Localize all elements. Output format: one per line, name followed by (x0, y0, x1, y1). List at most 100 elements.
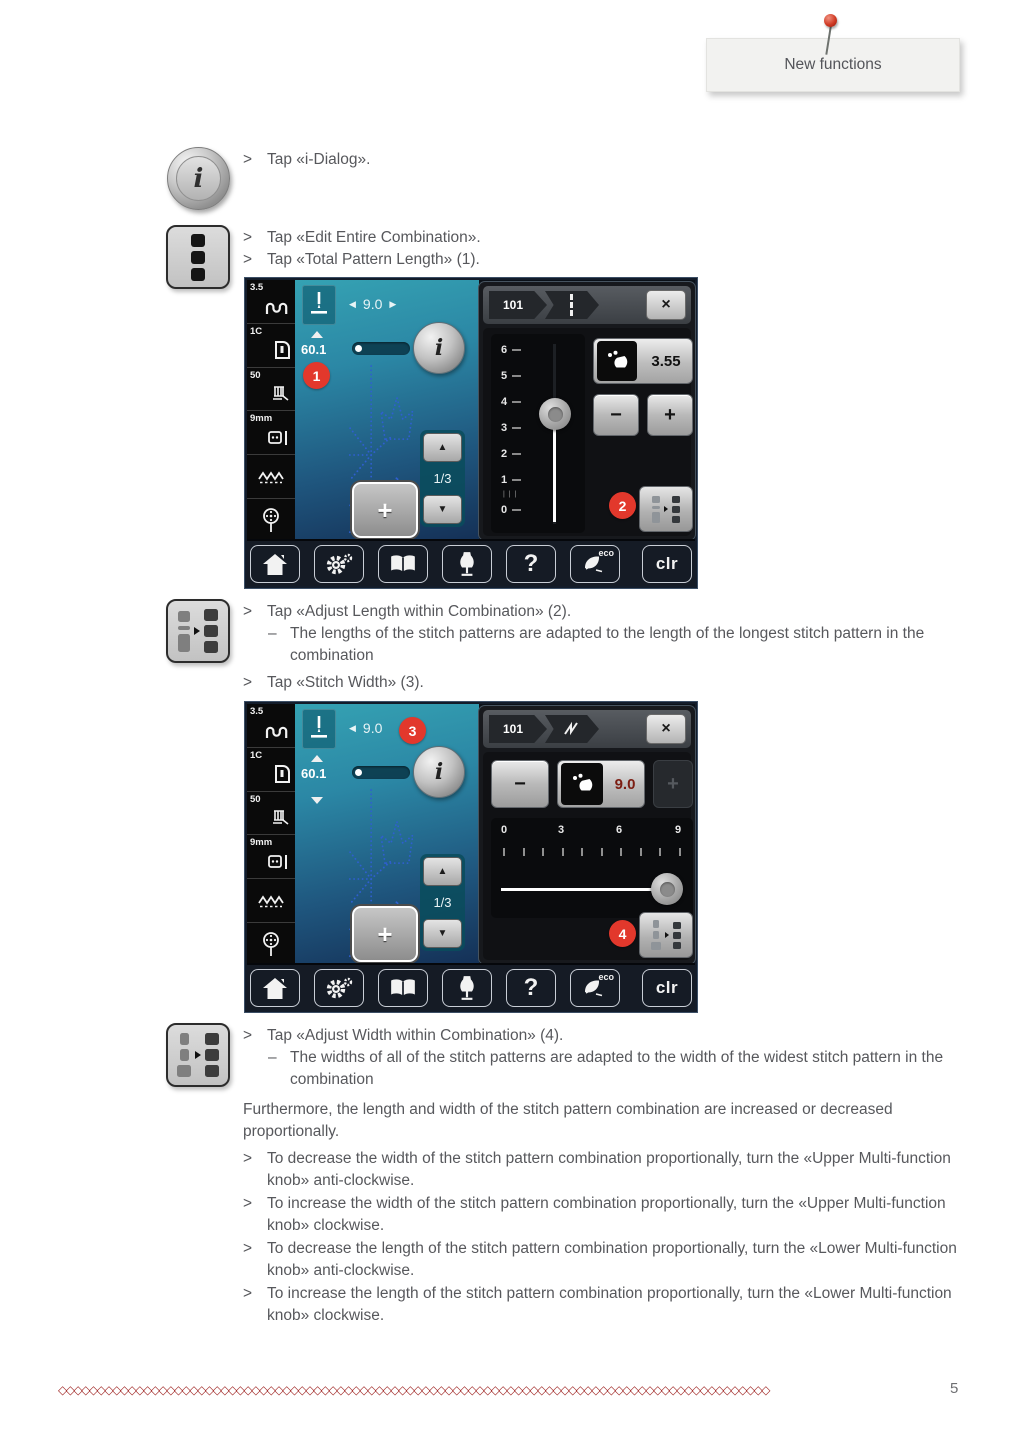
tick-marks (503, 848, 681, 856)
eco-button[interactable]: eco (570, 968, 620, 1007)
slider-knob[interactable] (651, 873, 683, 905)
bullet: > (243, 1027, 253, 1044)
help-button[interactable]: ? (506, 544, 556, 583)
pattern-number: 60.1 (301, 766, 327, 781)
bullet-text: To decrease the width of the stitch patt… (267, 1150, 951, 1189)
sidebar-item-thread[interactable]: 50 (247, 368, 295, 412)
sidebar-item-stitch-type[interactable] (247, 455, 295, 499)
thread-weight: 50 (250, 369, 261, 381)
i-dialog-button[interactable]: i (413, 322, 465, 374)
tutorial-button[interactable] (378, 968, 428, 1007)
decrease-width-button[interactable]: − (491, 760, 549, 808)
home-button[interactable] (250, 968, 300, 1007)
scroll-down-button[interactable]: ▼ (423, 919, 462, 948)
close-button[interactable]: × (646, 290, 686, 320)
stitch-border-decoration: ◇◇◇◇◇◇◇◇◇◇◇◇◇◇◇◇◇◇◇◇◇◇◇◇◇◇◇◇◇◇◇◇◇◇◇◇◇◇◇◇… (58, 1383, 771, 1397)
touch-hand-icon (597, 341, 637, 381)
bullet: > (243, 1195, 253, 1212)
clear-button[interactable]: clr (642, 544, 692, 583)
pattern-down-icon[interactable] (311, 797, 323, 804)
tick-label: 4 (501, 396, 508, 408)
step-text: Tap «i-Dialog». (267, 151, 371, 168)
tick-label: 2 (501, 448, 508, 460)
sidebar-item-bobbin[interactable] (247, 923, 295, 967)
help-button[interactable]: ? (506, 968, 556, 1007)
sidebar-item-presser-foot[interactable]: 1C (247, 748, 295, 792)
straight-stitch-icon (545, 291, 599, 319)
step-i-dialog: > Tap «i-Dialog». (243, 149, 370, 171)
presser-foot-icon (274, 764, 290, 788)
stitch-plate-icon (268, 854, 290, 875)
sidebar-item-stitch-plate[interactable]: 9mm (247, 835, 295, 880)
scroll-up-button[interactable]: ▲ (423, 433, 462, 462)
stitch-width-selector[interactable]: ◀ 9.0 ▶ (349, 296, 396, 312)
panel-body: 6 5 4 3 2 1 | | | 0 3.55 (483, 328, 693, 536)
scroll-down-button[interactable]: ▼ (423, 495, 462, 524)
tension-value: 3.5 (250, 706, 264, 717)
bullet: > (243, 674, 253, 691)
pattern-scroll-control: ▲ 1/3 ▼ (420, 854, 465, 951)
adjust-length-within-combination-button[interactable] (639, 486, 693, 532)
sidebar: 3.5 1C 50 9mm (247, 280, 295, 543)
stitch-width-value-button[interactable]: 9.0 (557, 760, 645, 808)
scroll-up-button[interactable]: ▲ (423, 857, 462, 886)
bullet: > (243, 1150, 253, 1167)
page-indicator: 1/3 (433, 471, 452, 486)
pattern-up-icon[interactable] (311, 331, 323, 338)
zigzag-stitch-icon (247, 879, 295, 922)
eco-label: eco (598, 971, 614, 982)
sidebar-item-tension[interactable]: 3.5 (247, 704, 295, 748)
decrease-length-button[interactable]: − (593, 394, 639, 436)
increase-arrow-icon[interactable]: ▶ (389, 299, 397, 309)
increase-length-button[interactable]: + (647, 394, 693, 436)
sidebar-item-stitch-type[interactable] (247, 879, 295, 923)
sidebar-item-bobbin[interactable] (247, 499, 295, 543)
zigzag-icon (545, 715, 599, 743)
tick-label: 9 (674, 824, 682, 836)
length-slider[interactable]: 6 5 4 3 2 1 | | | 0 (491, 334, 585, 533)
machine-toolbar: ? eco clr (247, 539, 695, 586)
foot-label: 1C (250, 749, 263, 761)
add-pattern-button[interactable]: + (352, 482, 418, 538)
add-pattern-button[interactable]: + (352, 906, 418, 962)
increase-width-button-disabled[interactable]: + (653, 760, 693, 808)
note-label: New functions (784, 56, 882, 73)
width-slider[interactable]: 0 3 6 9 (491, 818, 693, 918)
adjust-width-within-combination-button[interactable] (639, 912, 693, 958)
setup-button[interactable] (314, 968, 364, 1007)
sidebar-item-stitch-plate[interactable]: 9mm (247, 411, 295, 456)
decrease-arrow-icon[interactable]: ◀ (349, 299, 356, 309)
i-dialog-button[interactable]: i (413, 746, 465, 798)
stitch-width-selector[interactable]: ◀ 9.0 (349, 720, 382, 736)
decrease-arrow-icon[interactable]: ◀ (349, 723, 356, 733)
step-text: Tap «Edit Entire Combination». (267, 229, 481, 246)
needle-stop-down-button[interactable] (302, 285, 336, 325)
sidebar-item-tension[interactable]: 3.5 (247, 280, 295, 324)
eco-button[interactable]: eco (570, 544, 620, 583)
setup-button[interactable] (314, 544, 364, 583)
tick-label: 1 (501, 474, 508, 486)
sidebar-item-thread[interactable]: 50 (247, 792, 295, 836)
tutorial-button[interactable] (378, 544, 428, 583)
creative-consultant-button[interactable] (442, 544, 492, 583)
i-glyph: i (434, 335, 444, 361)
sidebar-item-presser-foot[interactable]: 1C (247, 324, 295, 368)
close-button[interactable]: × (646, 714, 686, 744)
needle-stop-down-button[interactable] (302, 709, 336, 749)
stitch-plate-label: 9mm (250, 837, 273, 849)
home-button[interactable] (250, 544, 300, 583)
thread-spool-icon (270, 808, 290, 831)
bobbin-icon (247, 499, 295, 542)
sidebar: 3.5 1C 50 9mm (247, 704, 295, 967)
pattern-up-icon[interactable] (311, 755, 323, 762)
stitch-plate-icon (268, 430, 290, 451)
note-adjust-width: – The widths of all of the stitch patter… (268, 1047, 948, 1091)
clear-button[interactable]: clr (642, 968, 692, 1007)
total-length-value-button[interactable]: 3.55 (593, 338, 693, 384)
slider-knob[interactable] (539, 398, 571, 430)
machine-screenshot-2: 3.5 1C 50 9mm (245, 702, 697, 1012)
creative-consultant-button[interactable] (442, 968, 492, 1007)
stitch-width-panel: 101 × − 9.0 + 0 3 6 9 (479, 706, 695, 964)
total-length-value: 3.55 (651, 352, 681, 370)
